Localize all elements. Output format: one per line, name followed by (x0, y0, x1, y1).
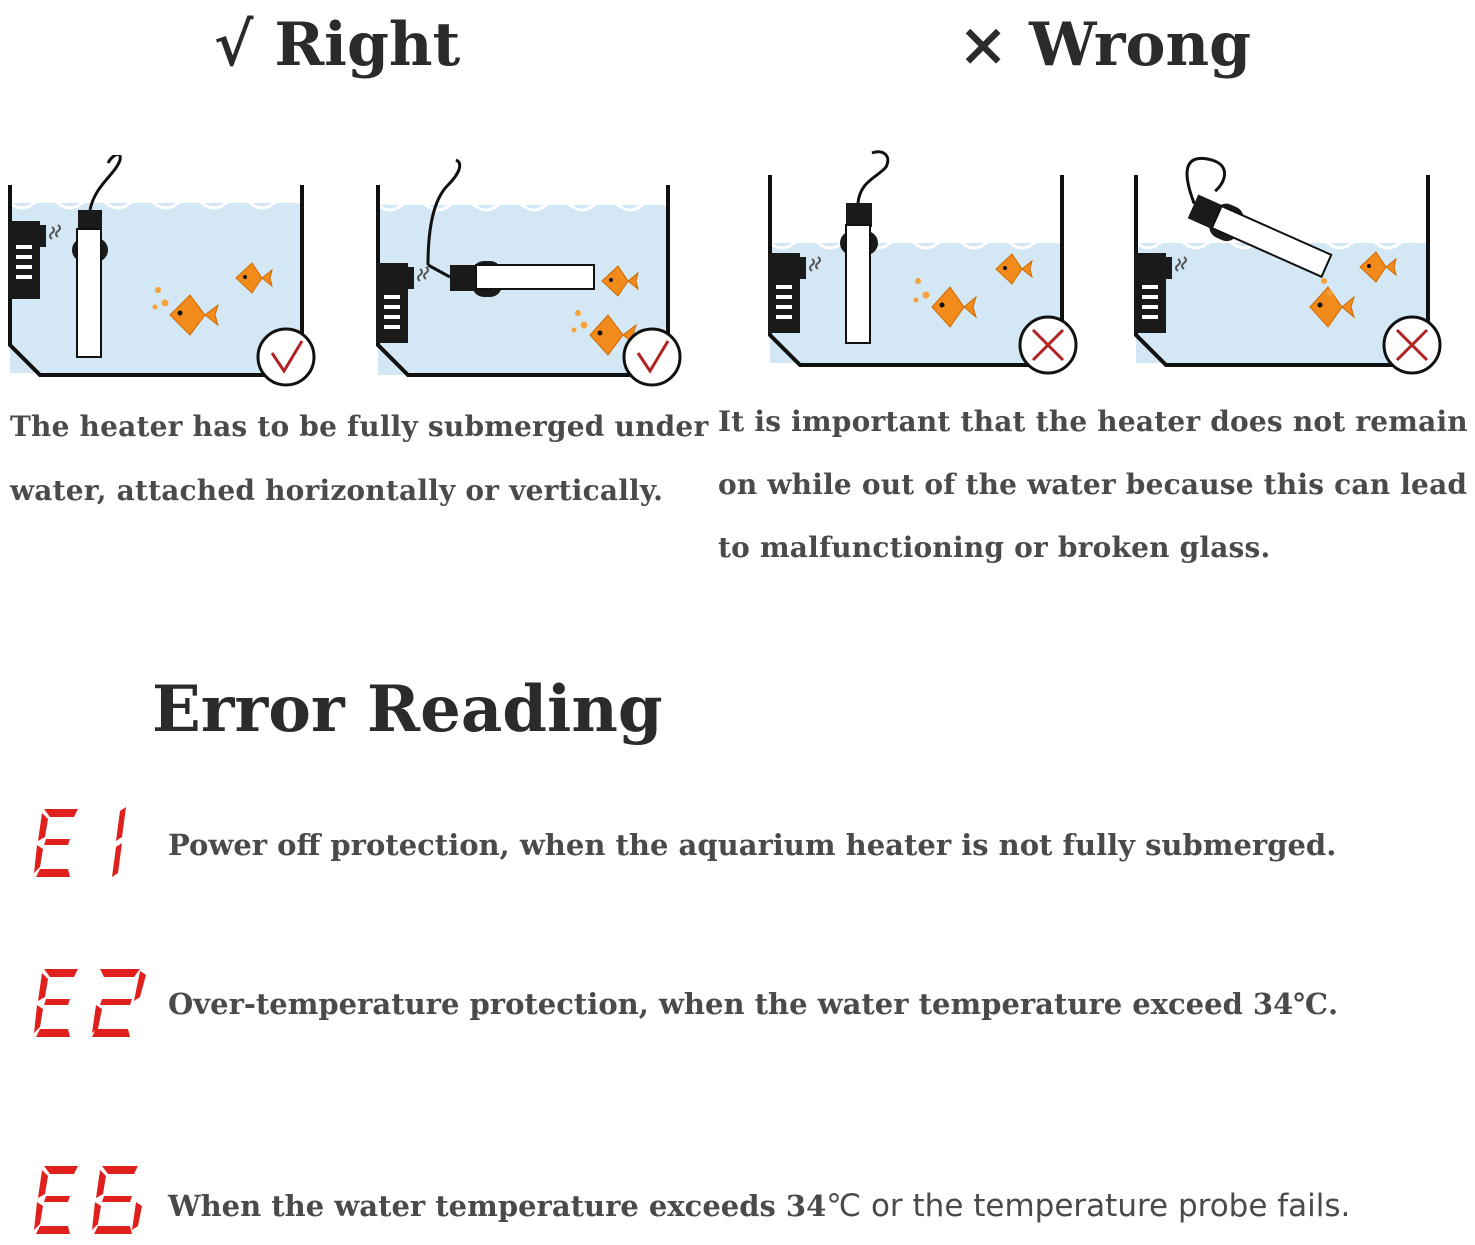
filter-icon (8, 221, 61, 299)
cross-mark-icon (1382, 315, 1442, 375)
fish-icon (235, 262, 273, 294)
wrong-description-line-1: It is important that the heater does not… (718, 405, 1468, 438)
error-code-e1: E1 (34, 807, 126, 877)
tank-right-vertical (8, 155, 316, 387)
right-heading: √ Right (214, 10, 461, 80)
error-e6-description: When the water temperature exceeds 34℃ o… (168, 1188, 1350, 1224)
wrong-description-line-3: to malfunctioning or broken glass. (718, 531, 1271, 564)
error-code-e6: E6 (34, 1166, 142, 1234)
check-mark-icon (622, 327, 682, 387)
tank-wrong-vertical (768, 150, 1078, 375)
error-reading-heading: Error Reading (152, 672, 663, 747)
fish-icon (995, 253, 1033, 285)
heater-icon (72, 155, 122, 358)
fish-icon (601, 265, 639, 297)
filter-icon (376, 263, 429, 343)
error-e2-description: Over-temperature protection, when the wa… (168, 987, 1339, 1021)
check-mark-icon (256, 327, 316, 387)
error-code-e2: E2 (34, 969, 146, 1037)
fish-icon (1309, 278, 1355, 328)
tank-right-horizontal (376, 158, 682, 387)
fish-icon (152, 287, 219, 336)
heater-icon (840, 150, 890, 344)
error-e6-text-plain: ℃ or the temperature probe fails. (826, 1188, 1351, 1224)
wrong-heading: × Wrong (958, 10, 1252, 80)
error-e6-text-bold: When the water temperature exceeds 34 (168, 1189, 827, 1223)
tank-wrong-tilted (1134, 157, 1442, 375)
fish-icon (913, 278, 977, 328)
cross-mark-icon (1018, 315, 1078, 375)
right-description-line-1: The heater has to be fully submerged und… (10, 410, 709, 443)
heater-icon (426, 158, 595, 297)
wrong-description-line-2: on while out of the water because this c… (718, 468, 1468, 501)
error-e1-description: Power off protection, when the aquarium … (168, 828, 1337, 862)
filter-icon (1134, 253, 1187, 333)
heater-icon (1185, 157, 1333, 279)
right-description-line-2: water, attached horizontally or vertical… (10, 474, 664, 507)
filter-icon (768, 253, 821, 333)
fish-icon (1359, 251, 1397, 283)
